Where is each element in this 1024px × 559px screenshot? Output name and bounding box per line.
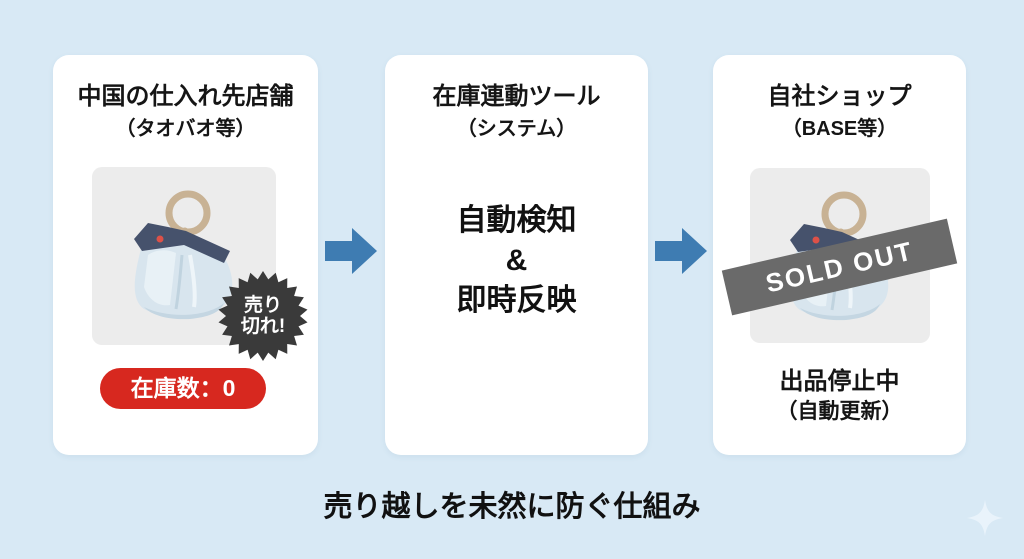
sync-tool-card: 在庫連動ツール （システム） 自動検知 & 即時反映 xyxy=(385,55,648,455)
soldout-starburst-badge: 売り 切れ! xyxy=(217,270,309,362)
sync-tool-body: 自動検知 & 即時反映 xyxy=(385,201,648,321)
arrow-right-icon xyxy=(325,228,377,274)
listing-status-subtext: （自動更新） xyxy=(776,400,903,423)
own-shop-subtitle: （BASE等） xyxy=(781,118,898,140)
soldout-burst-text: 売り 切れ! xyxy=(240,295,286,337)
four-point-sparkle-icon xyxy=(967,500,1003,536)
diagram-caption: 売り越しを未然に防ぐ仕組み xyxy=(323,491,701,523)
soldout-burst-shape xyxy=(218,271,308,361)
supplier-store-subtitle: （タオバオ等） xyxy=(115,118,256,140)
sync-tool-body-line2: & xyxy=(505,244,528,277)
own-shop-title: 自社ショップ xyxy=(767,83,912,110)
stock-count-badge: 在庫数：0 xyxy=(100,368,266,409)
own-shop-card: 自社ショップ （BASE等） SOLD OUT 出品停止中 （自動更新） xyxy=(713,55,966,455)
sync-tool-subtitle: （システム） xyxy=(456,118,577,140)
sync-tool-title: 在庫連動ツール xyxy=(432,83,601,110)
sync-tool-body-line1: 自動検知 xyxy=(456,204,577,237)
listing-status-text: 出品停止中 xyxy=(779,368,900,395)
arrow-right-icon xyxy=(655,228,707,274)
supplier-store-title: 中国の仕入れ先店舗 xyxy=(77,83,294,110)
starburst-badge-icon xyxy=(218,271,308,361)
sync-tool-body-line3: 即時反映 xyxy=(456,284,577,317)
supplier-store-card: 中国の仕入れ先店舗 （タオバオ等） 売り 切れ! 在庫数：0 xyxy=(53,55,318,455)
